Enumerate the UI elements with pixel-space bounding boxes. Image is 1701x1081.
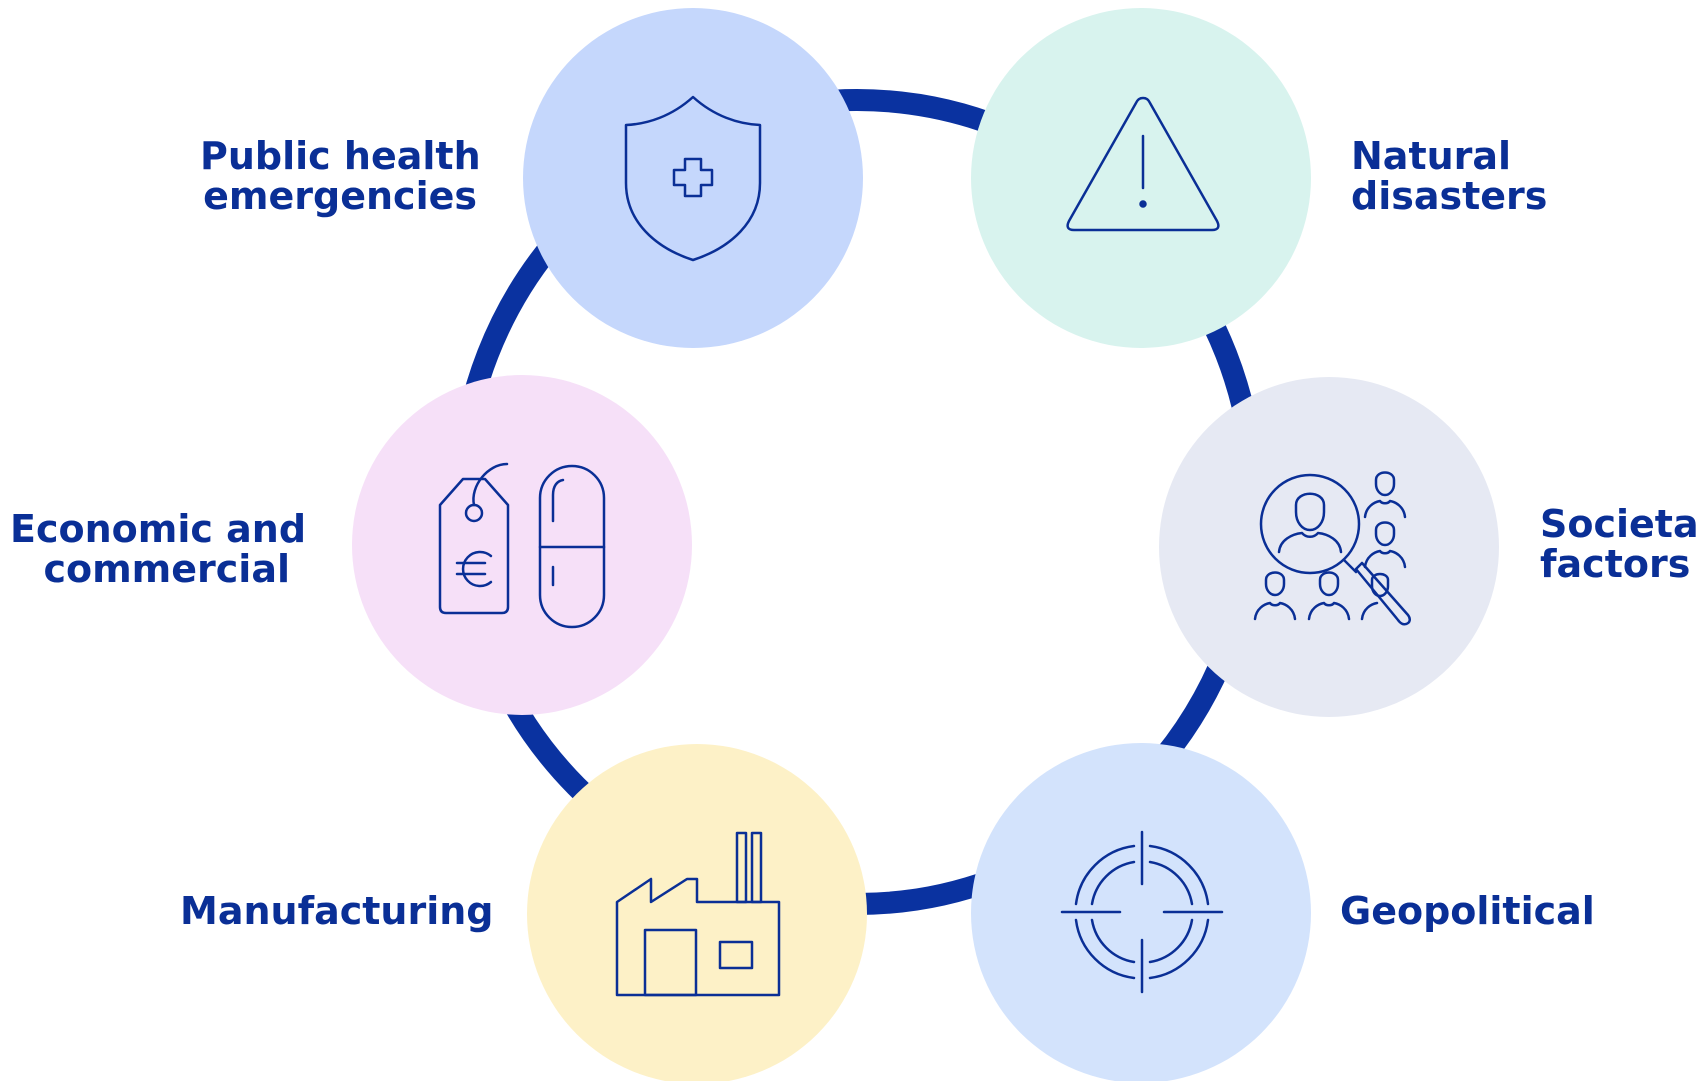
node-circle [352,375,692,715]
crosshair-target-icon [1060,830,1224,994]
label-line: disasters [1351,174,1548,218]
label-line: emergencies [203,174,477,218]
shield-cross-icon [624,95,762,262]
label-line: Economic and [10,507,307,551]
node-circle [527,744,867,1081]
label-line: Geopolitical [1340,889,1595,933]
label-societal: Societal factors [1540,504,1701,584]
node-natural-disasters [971,8,1311,348]
node-manufacturing [527,744,867,1081]
node-circle [971,8,1311,348]
node-circle [971,743,1311,1081]
node-circle [523,8,863,348]
label-manufacturing: Manufacturing [180,889,494,933]
node-geopolitical [971,743,1311,1081]
label-line: Societal [1540,502,1701,546]
price-tag-pill-icon [438,462,606,629]
label-natural-disasters: Natural disasters [1351,136,1547,216]
label-line: factors [1540,542,1691,586]
warning-triangle-icon [1066,96,1220,232]
factory-icon [615,831,781,997]
node-public-health [523,8,863,348]
node-societal [1159,377,1499,717]
node-circle [1159,377,1499,717]
label-geopolitical: Geopolitical [1340,891,1595,931]
label-economic: Economic and commercial [10,507,307,591]
people-magnifier-icon [1253,471,1411,626]
label-line: commercial [43,547,290,591]
label-line: Natural [1351,134,1512,178]
label-public-health: Public health emergencies [200,134,481,218]
label-line: Manufacturing [180,889,494,933]
node-economic [352,375,692,715]
label-line: Public health [200,134,481,178]
